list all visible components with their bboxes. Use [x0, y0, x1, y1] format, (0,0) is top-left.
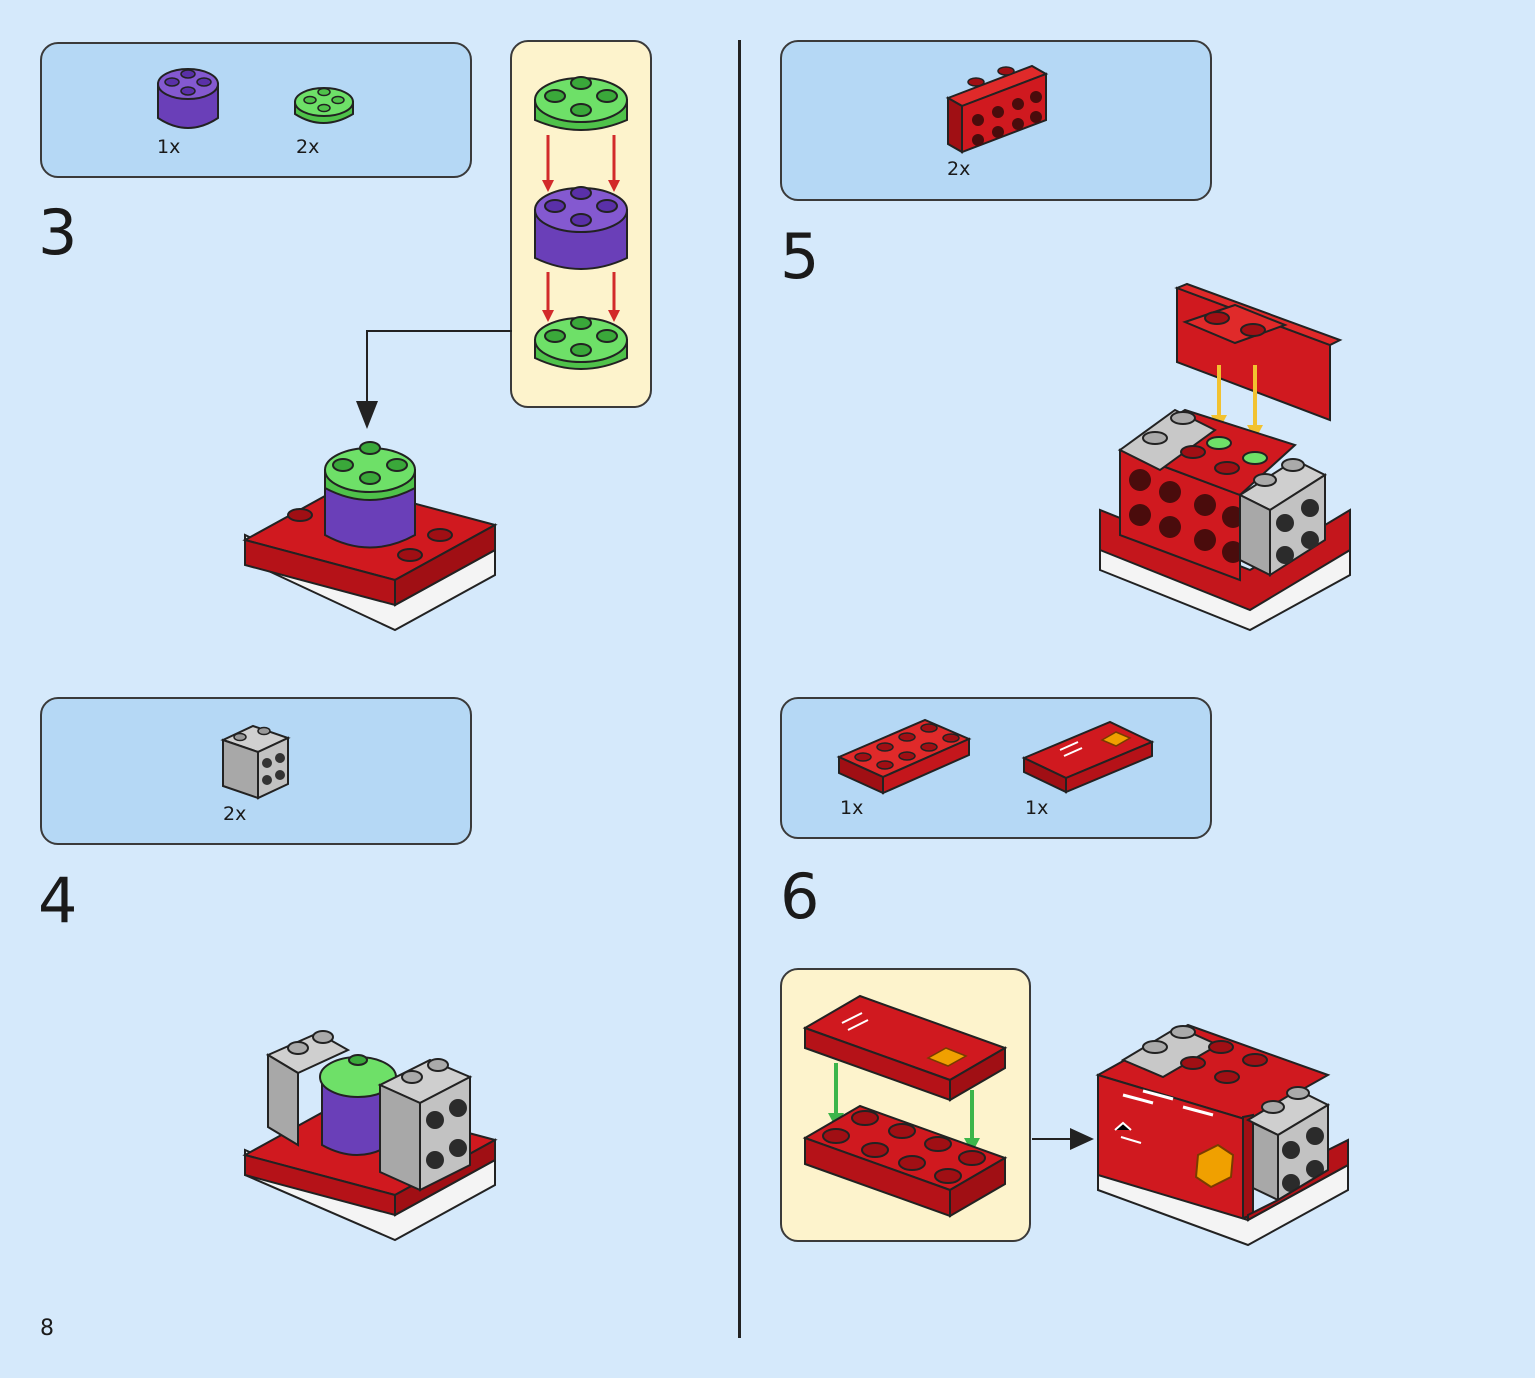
step6-part1-qty: 1x: [840, 797, 864, 819]
page-number: 8: [40, 1316, 54, 1341]
red-bracket-plate-icon: [945, 64, 1049, 154]
step3-number: 3: [38, 196, 78, 269]
step5-model-illustration: [1099, 282, 1351, 632]
printed-tile-icon: [1021, 720, 1155, 794]
placement-arrow: [356, 330, 512, 429]
attach-arrow: [1032, 1128, 1094, 1150]
step3-parts-box: [40, 42, 472, 178]
step6-part2-qty: 1x: [1025, 797, 1049, 819]
column-divider: [738, 40, 741, 1338]
step6-number: 6: [780, 860, 820, 933]
purple-round-brick-icon: [157, 68, 219, 129]
step6-model-illustration: [1095, 1023, 1349, 1247]
step4-part1-qty: 2x: [223, 803, 247, 825]
step3-part1-qty: 1x: [157, 136, 181, 158]
step3-model-illustration: [242, 441, 498, 632]
red-plate-2x4-icon: [836, 718, 972, 795]
step4-number: 4: [38, 864, 78, 937]
step5-part1-qty: 2x: [947, 158, 971, 180]
tile-on-plate-illustration: [802, 994, 1008, 1218]
grey-studded-brick-icon: [220, 724, 291, 800]
step3-part2-qty: 2x: [296, 136, 320, 158]
green-round-plate-icon: [294, 87, 354, 124]
step5-number: 5: [780, 220, 820, 293]
subassembly-stack-illustration: [534, 76, 628, 370]
step4-model-illustration: [242, 1030, 498, 1242]
